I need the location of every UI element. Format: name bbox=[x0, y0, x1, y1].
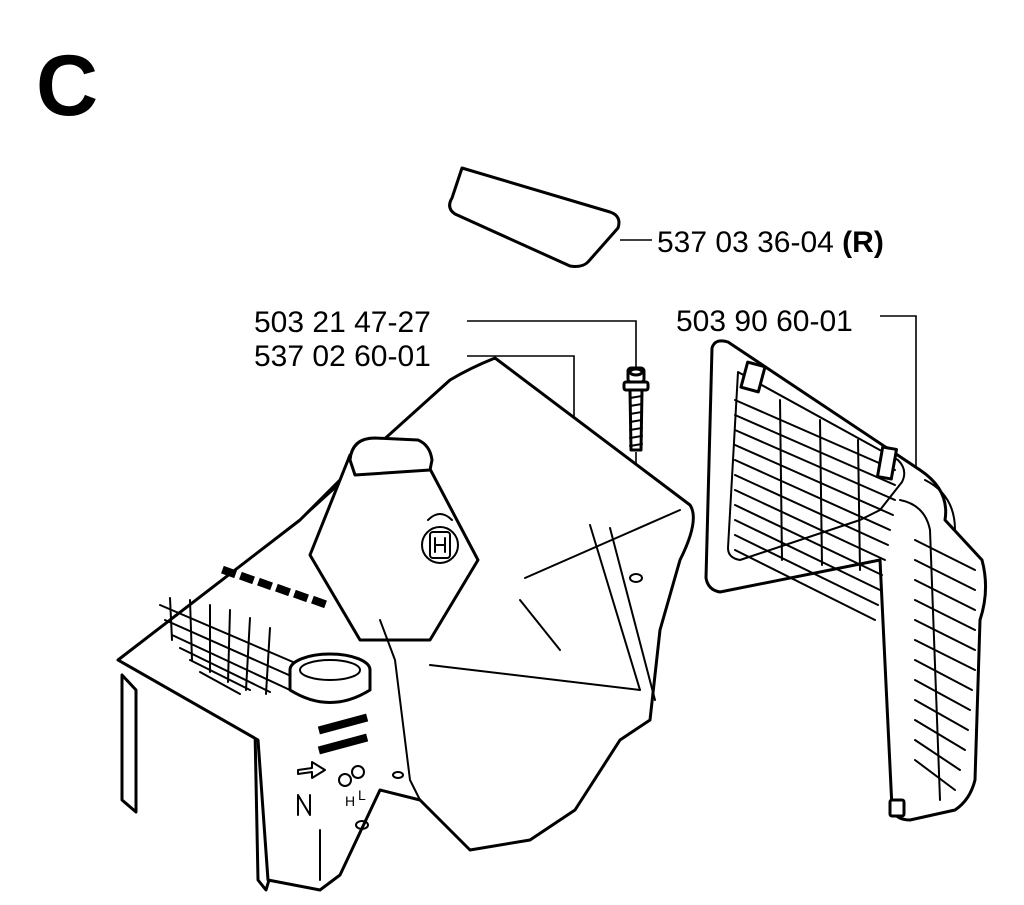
high-marking: H bbox=[345, 793, 355, 809]
arrow-marking bbox=[297, 761, 326, 779]
low-marking: L bbox=[358, 787, 366, 803]
choke-symbol bbox=[297, 794, 311, 816]
filler-neck bbox=[288, 652, 372, 704]
grille-leader-line bbox=[880, 315, 917, 470]
decal-part bbox=[448, 166, 621, 268]
screw-leader-line bbox=[467, 320, 637, 368]
husqvarna-logo bbox=[421, 513, 459, 564]
high-speed-screw-icon bbox=[338, 773, 352, 787]
cylinder-cover-part-label: 537 02 60-01 bbox=[254, 340, 431, 373]
cooling-slots bbox=[159, 565, 327, 695]
grille-part bbox=[704, 339, 987, 822]
low-speed-screw-icon bbox=[351, 765, 365, 779]
cylinder-cover-part: H L bbox=[116, 356, 695, 892]
grille-part-label: 503 90 60-01 bbox=[676, 305, 853, 338]
section-letter: C bbox=[36, 38, 98, 134]
decal-part-label: 537 03 36-04 (R) bbox=[657, 226, 884, 259]
screw-part-label: 503 21 47-27 bbox=[254, 306, 431, 339]
decal-part-suffix: (R) bbox=[842, 226, 884, 259]
